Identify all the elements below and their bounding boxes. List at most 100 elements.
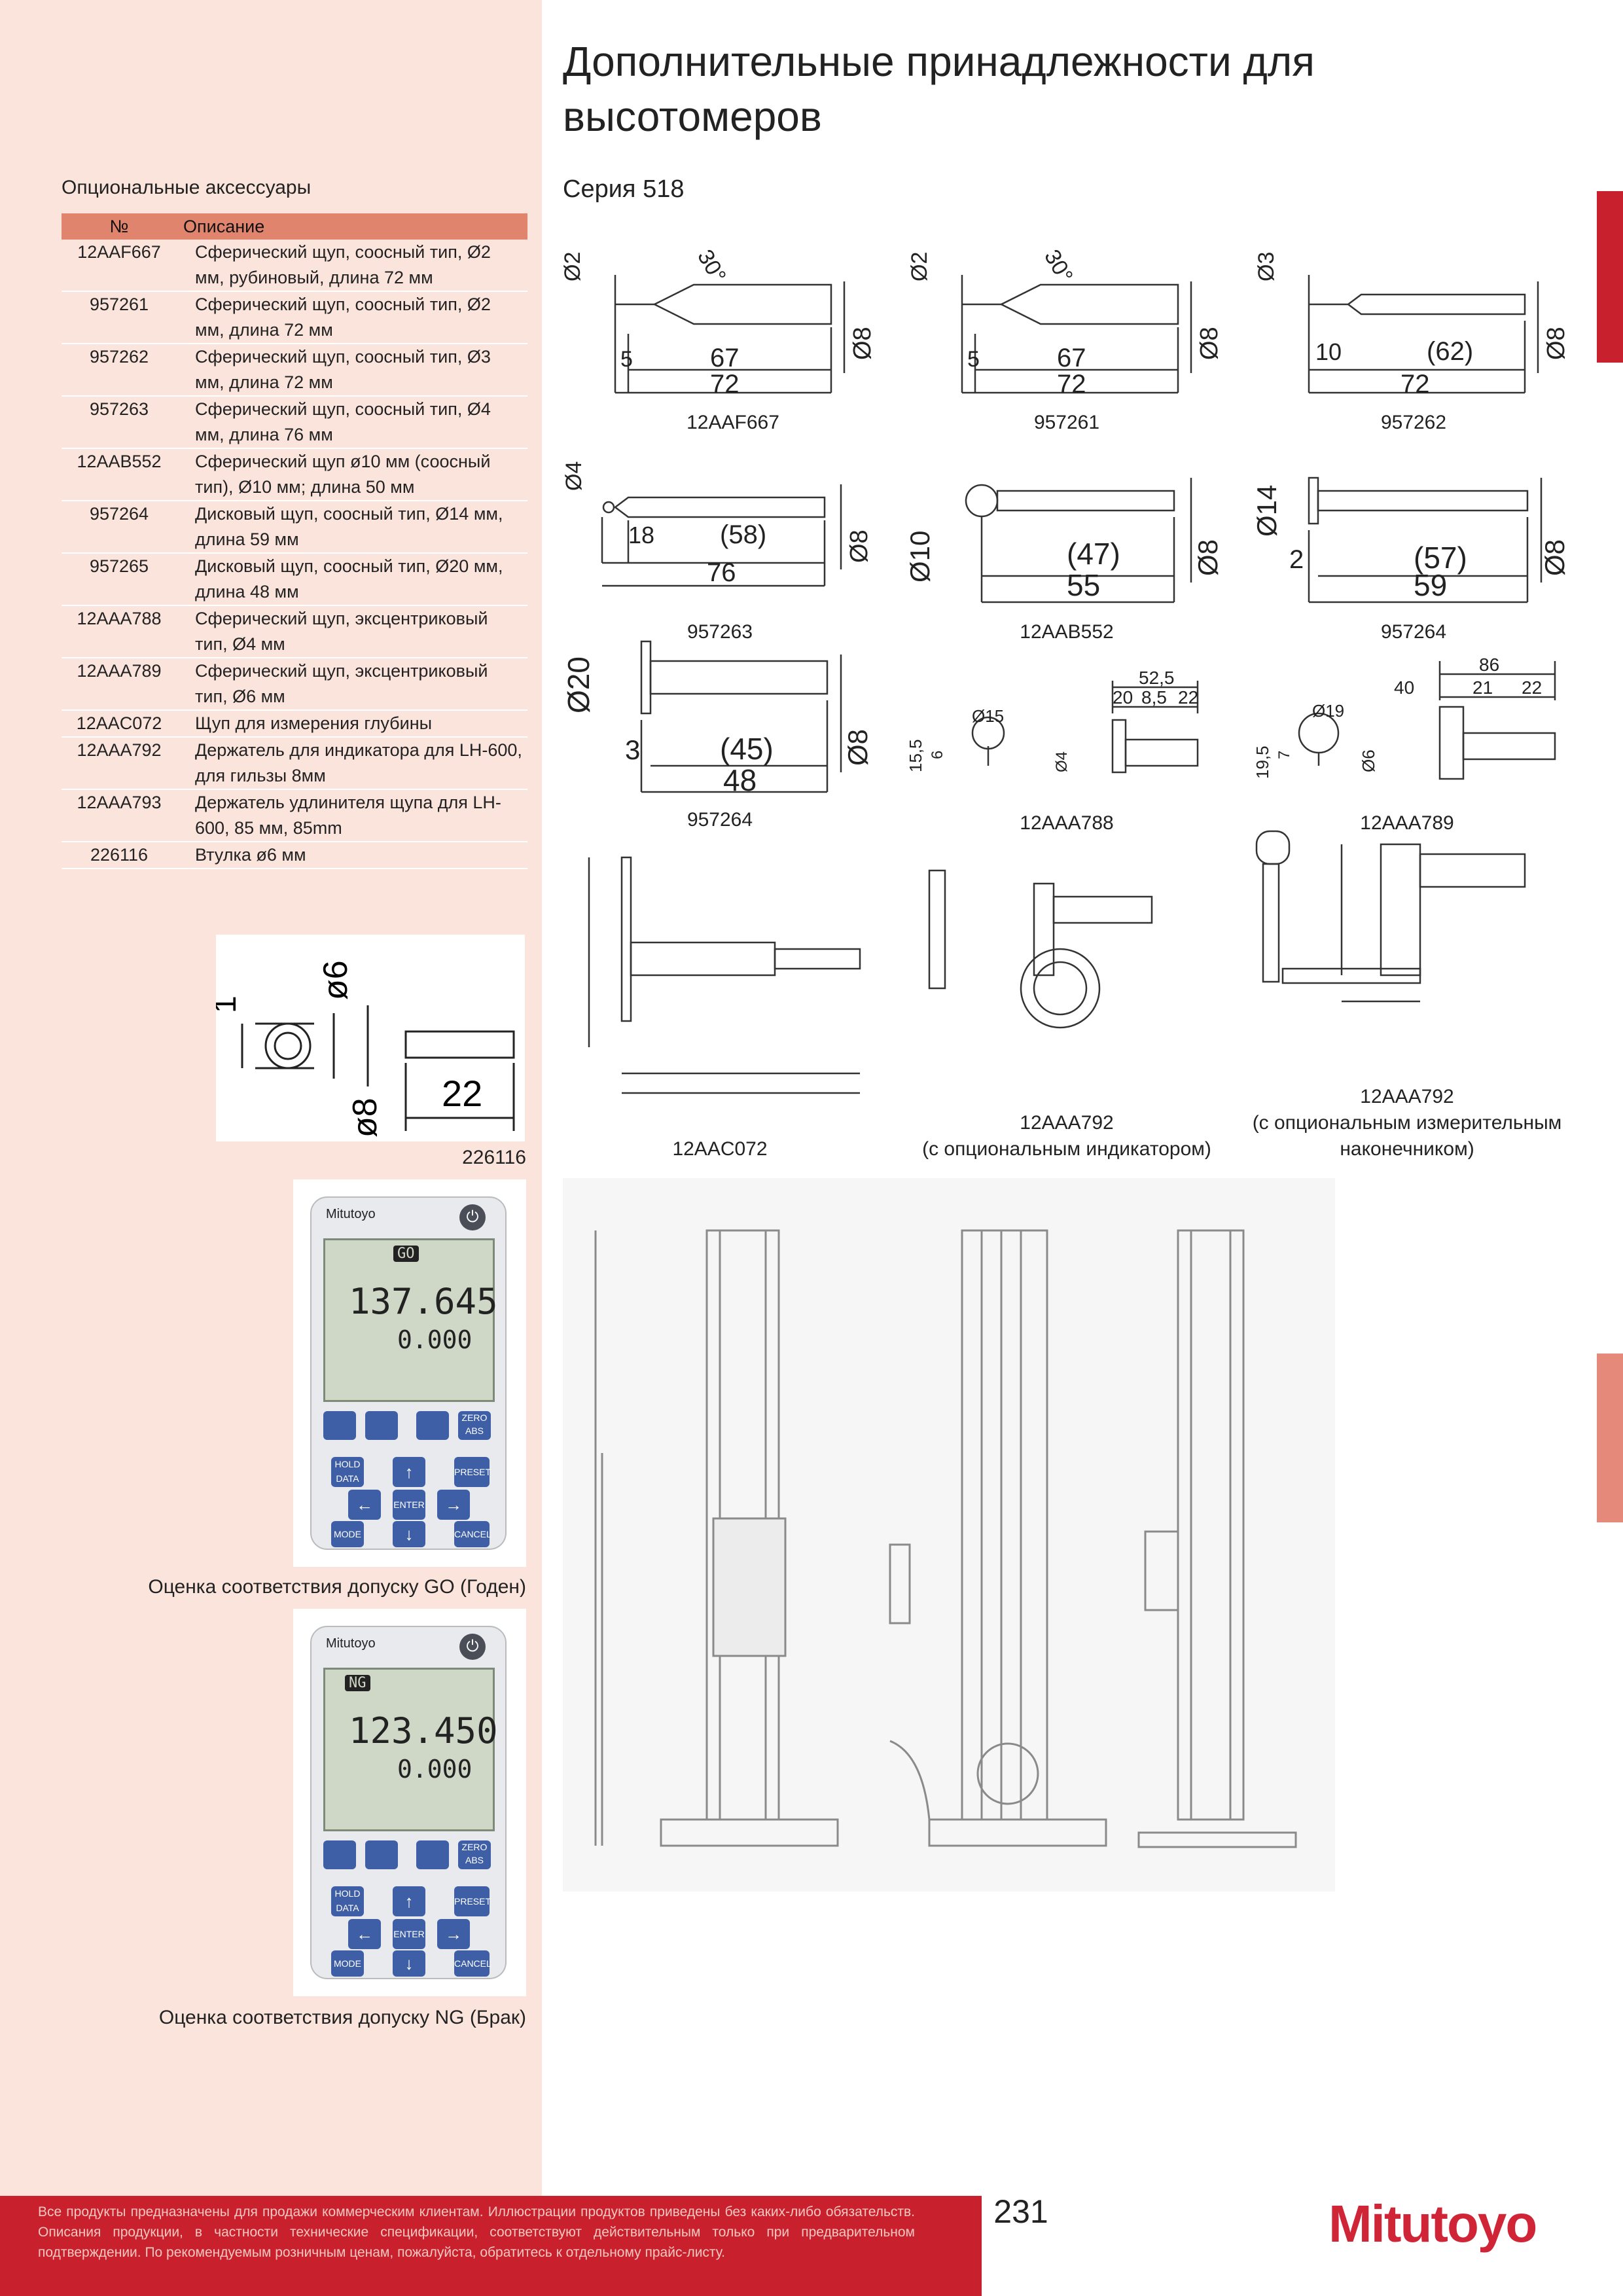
probe-drawing-p10 xyxy=(588,856,861,1094)
preset-key[interactable]: PRESET xyxy=(454,1886,491,1916)
dim-label: Ø6 xyxy=(1359,749,1378,772)
down-arrow-key[interactable]: ↓ xyxy=(393,1950,425,1977)
dim-label: 21 xyxy=(1472,677,1493,698)
probe-drawing-p11 xyxy=(928,869,1153,1029)
down-arrow-key[interactable]: ↓ xyxy=(393,1521,425,1547)
probe-caption: 12AAA792 xyxy=(1020,1112,1113,1134)
probe-drawing-p6 xyxy=(1308,476,1543,603)
mode-key[interactable] xyxy=(323,1840,356,1869)
item-number: 957261 xyxy=(62,291,177,344)
dim-label: (62) xyxy=(1427,337,1473,366)
dim-label: Ø8 xyxy=(846,529,873,563)
dim-label: 72 xyxy=(710,370,740,399)
lcd-main-value: 137.645 xyxy=(349,1281,498,1322)
right-arrow-key[interactable]: → xyxy=(437,1919,470,1949)
probe-caption: 12AAF667 xyxy=(687,412,779,433)
cancel-key[interactable]: CANCEL xyxy=(454,1521,491,1547)
item-number: 12AAB552 xyxy=(62,448,177,501)
probe-drawing-p12 xyxy=(1255,830,1526,1003)
dim-label: 55 xyxy=(1067,568,1100,602)
tol-key[interactable] xyxy=(416,1411,449,1440)
dim-label: (45) xyxy=(720,732,774,766)
dim-label: 3 xyxy=(625,734,640,765)
probe-caption: 12AAB552 xyxy=(1020,621,1113,643)
probe-caption: (с опциональным индикатором) xyxy=(922,1138,1211,1160)
item-description: Сферический щуп, соосный тип, Ø2 мм, руб… xyxy=(177,240,527,292)
dim-label: (57) xyxy=(1414,541,1467,575)
probe-caption: 12AAA792 xyxy=(1360,1086,1454,1107)
mode-key[interactable] xyxy=(323,1411,356,1440)
preset-key[interactable]: PRESET xyxy=(454,1457,491,1487)
hold-data-key[interactable]: HOLD DATA xyxy=(331,1457,364,1487)
dim-label: 10 xyxy=(1315,338,1342,365)
item-number: 12AAF667 xyxy=(62,240,177,292)
dim-label: 30° xyxy=(692,245,731,287)
dim-label: Ø8 xyxy=(842,729,873,766)
lcd-screen: GO 137.645 0.000 xyxy=(323,1238,498,1402)
mode-bottom-key[interactable]: MODE xyxy=(331,1521,364,1547)
hold-data-key[interactable]: HOLD DATA xyxy=(331,1886,364,1916)
section-tab xyxy=(1597,191,1623,363)
enter-key[interactable]: ENTER xyxy=(393,1490,425,1520)
dim-label: Ø8 xyxy=(849,327,876,360)
mode-bottom-key[interactable]: MODE xyxy=(331,1950,364,1977)
left-arrow-key[interactable]: ← xyxy=(348,1919,381,1949)
dim-label: ø8 xyxy=(346,1098,384,1138)
dim-label: 59 xyxy=(1414,568,1447,602)
probe-caption: 957264 xyxy=(687,809,753,831)
sleeve-drawing: 1 ø6 ø8 22 xyxy=(216,935,525,1141)
tol-key[interactable] xyxy=(416,1840,449,1869)
dim-label: 19,5 xyxy=(1253,745,1272,779)
probe-drawing-p8 xyxy=(971,681,1199,774)
probe-caption: 12AAC072 xyxy=(672,1138,767,1160)
set-key[interactable] xyxy=(365,1840,398,1869)
zero-abs-key[interactable]: ZERO ABS xyxy=(458,1840,491,1869)
dim-label: Ø3 xyxy=(1254,252,1279,281)
probe-drawing-p7 xyxy=(640,640,842,793)
caption-ng: Оценка соответствия допуску NG (Брак) xyxy=(158,2007,526,2028)
item-description: Сферический щуп, соосный тип, Ø4 мм, дли… xyxy=(177,396,527,449)
dim-label: 2 xyxy=(1289,545,1304,574)
right-arrow-key[interactable]: → xyxy=(437,1490,470,1520)
probe-drawing-p1 xyxy=(614,275,846,394)
dim-label: Ø10 xyxy=(904,531,935,583)
dim-label: Ø8 xyxy=(1192,539,1223,576)
dim-label: Ø8 xyxy=(1543,327,1570,360)
probe-drawing-p5 xyxy=(965,478,1192,603)
power-button[interactable]: ⏻ xyxy=(459,1204,486,1230)
col-no-header: № xyxy=(62,213,177,240)
power-button[interactable]: ⏻ xyxy=(459,1634,486,1660)
height-gauge-drawings xyxy=(563,1178,1335,1892)
left-arrow-key[interactable]: ← xyxy=(348,1490,381,1520)
lcd-sub-value: 0.000 xyxy=(397,1755,473,1784)
up-arrow-key[interactable]: ↑ xyxy=(393,1457,425,1487)
probe-caption: 957262 xyxy=(1381,412,1446,433)
device-go-frame: Mitutoyo ⏻ GO 137.645 0.000 ZERO ABS HOL… xyxy=(293,1179,526,1567)
lcd-screen: NG 123.450 0.000 xyxy=(323,1668,498,1831)
probe-caption: 957261 xyxy=(1034,412,1099,433)
series-label: Серия 518 xyxy=(563,175,685,203)
sleeve-drawing-svg xyxy=(241,1005,515,1131)
zero-abs-key[interactable]: ZERO ABS xyxy=(458,1411,491,1440)
cancel-key[interactable]: CANCEL xyxy=(454,1950,491,1977)
dim-label: Ø2 xyxy=(563,252,585,281)
enter-key[interactable]: ENTER xyxy=(393,1919,425,1949)
accessories-heading: Опциональные аксессуары xyxy=(62,177,312,198)
dim-label: Ø15 xyxy=(972,706,1004,726)
caption-sleeve: 226116 xyxy=(462,1147,526,1168)
set-key[interactable] xyxy=(365,1411,398,1440)
dim-label: 52,5 xyxy=(1139,668,1175,688)
item-description: Сферический щуп, эксцентриковый тип, Ø4 … xyxy=(177,605,527,658)
item-number: 12AAA792 xyxy=(62,737,177,790)
dim-label: (58) xyxy=(720,520,766,549)
display-unit-ng: Mitutoyo ⏻ NG 123.450 0.000 ZERO ABS HOL… xyxy=(310,1626,507,1979)
up-arrow-key[interactable]: ↑ xyxy=(393,1886,425,1916)
